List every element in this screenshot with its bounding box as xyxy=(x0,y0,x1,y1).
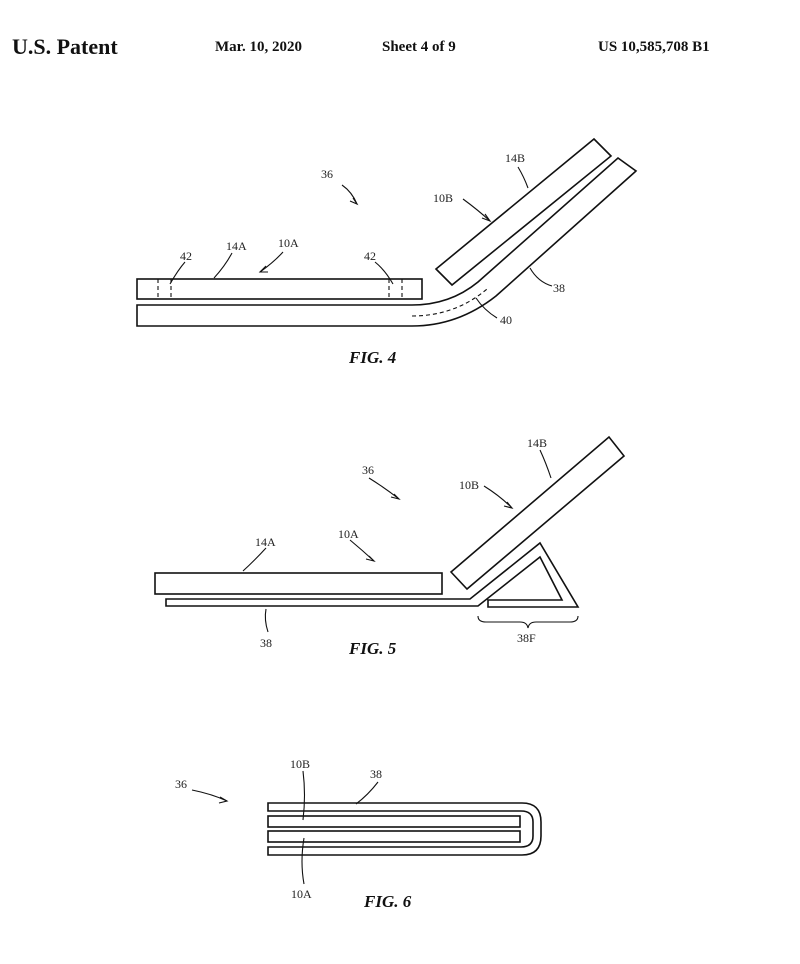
label-10a-fig5: 10A xyxy=(338,527,359,541)
sheet-number: Sheet 4 of 9 xyxy=(382,39,456,55)
leader-38-fig4 xyxy=(529,267,553,287)
label-42-left: 42 xyxy=(180,249,192,263)
display-10b-fig4 xyxy=(434,137,613,287)
figure-4: 36 14B 10B 42 14A 10A 42 38 40 FIG. 4 xyxy=(136,137,638,367)
patent-label: U.S. Patent xyxy=(12,34,118,59)
leader-14a-fig5 xyxy=(242,547,267,572)
leader-10b-fig5 xyxy=(483,485,513,509)
label-10a-fig6: 10A xyxy=(291,887,312,901)
leader-38-fig5 xyxy=(264,608,269,633)
label-38f: 38F xyxy=(517,631,536,645)
leader-42-right xyxy=(374,261,394,285)
display-10a-fig5 xyxy=(154,572,443,595)
label-36-fig5: 36 xyxy=(362,463,374,477)
substrate-38-fig5 xyxy=(165,541,580,608)
label-14a-fig4: 14A xyxy=(226,239,247,253)
leader-14a-fig4 xyxy=(213,252,233,279)
display-10a-fig4 xyxy=(136,278,423,300)
label-10b-fig4: 10B xyxy=(433,191,453,205)
leader-10b-fig6 xyxy=(302,770,306,821)
substrate-38-fig6 xyxy=(267,802,542,856)
label-38-fig5: 38 xyxy=(260,636,272,650)
substrate-38-fig4 xyxy=(136,156,638,327)
patent-number: US 10,585,708 B1 xyxy=(598,39,710,55)
display-10b-fig5 xyxy=(449,435,626,591)
label-10b-fig5: 10B xyxy=(459,478,479,492)
display-10b-fig6 xyxy=(267,815,521,828)
label-38-fig6: 38 xyxy=(370,767,382,781)
label-36-fig6: 36 xyxy=(175,777,187,791)
patent-header: U.S. Patent Mar. 10, 2020 Sheet 4 of 9 U… xyxy=(0,30,800,70)
leader-10b-fig4 xyxy=(462,198,491,222)
arrow-36-fig5 xyxy=(390,493,401,501)
label-10b-fig6: 10B xyxy=(290,757,310,771)
leader-10a-fig6 xyxy=(301,837,305,885)
label-14b-fig4: 14B xyxy=(505,151,525,165)
label-40: 40 xyxy=(500,313,512,327)
caption-fig4: FIG. 4 xyxy=(348,348,396,367)
label-38-fig4: 38 xyxy=(553,281,565,295)
leader-14b-fig4 xyxy=(517,166,529,189)
label-10a-fig4: 10A xyxy=(278,236,299,250)
label-36-fig4: 36 xyxy=(321,167,333,181)
label-42-right: 42 xyxy=(364,249,376,263)
bend-region-40 xyxy=(411,288,488,317)
leader-38-fig6 xyxy=(355,781,379,805)
label-14a-fig5: 14A xyxy=(255,535,276,549)
leader-40 xyxy=(475,297,498,319)
display-10a-fig6 xyxy=(267,830,521,843)
label-14b-fig5: 14B xyxy=(527,436,547,450)
caption-fig6: FIG. 6 xyxy=(363,892,412,911)
figure-5: 14B 36 10B 14A 10A 38 38F FIG. 5 xyxy=(154,435,626,658)
leader-36-fig5 xyxy=(368,477,400,500)
caption-fig5: FIG. 5 xyxy=(348,639,397,658)
figure-6: 36 10B 38 10A FIG. 6 xyxy=(175,757,542,911)
arrow-36-fig6 xyxy=(218,796,229,804)
patent-date: Mar. 10, 2020 xyxy=(215,39,302,55)
leader-14b-fig5 xyxy=(539,449,552,479)
leader-36-fig6 xyxy=(191,789,228,802)
brace-38f xyxy=(477,615,579,629)
leader-42-left xyxy=(169,261,186,285)
